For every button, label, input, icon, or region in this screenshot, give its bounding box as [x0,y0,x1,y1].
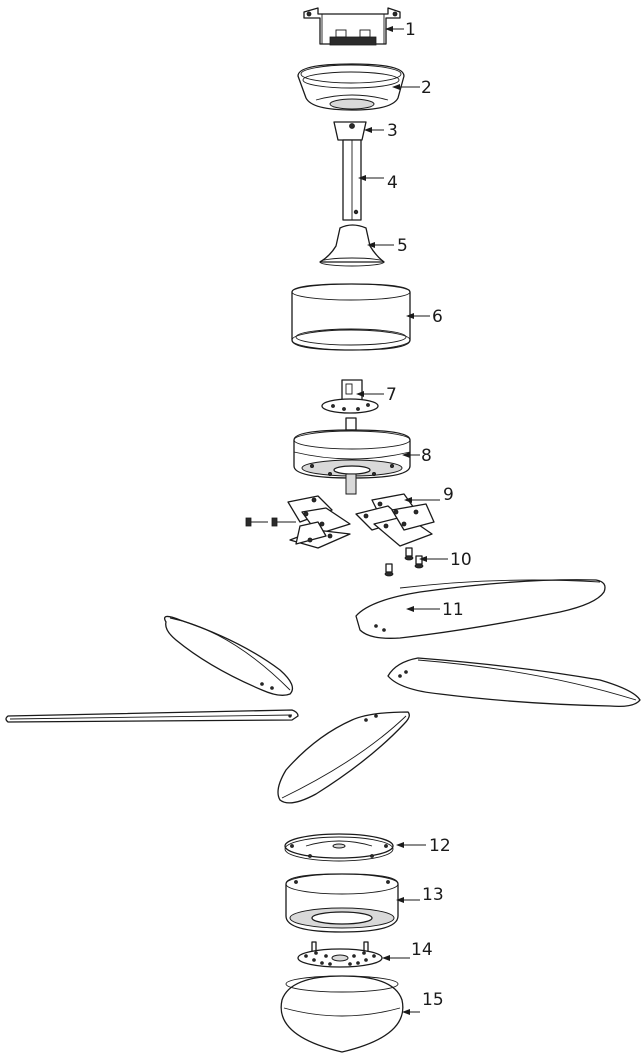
blade-screws-icon [384,547,424,577]
blade-brackets-icon [245,493,435,549]
callout-14: 14 [411,940,433,960]
callout-11: 11 [442,600,464,620]
callout-6: 6 [432,307,443,327]
light-kit-plate-icon [297,941,383,968]
callout-leaders [356,26,448,1015]
canopy-icon [297,63,405,111]
hanger-ball-icon [333,121,367,141]
canopy-cover-icon [319,224,385,267]
mounting-bracket-icon [303,7,401,46]
callout-2: 2 [421,78,432,98]
downrod-icon [342,139,362,221]
switch-housing-plate-icon [284,833,394,862]
callout-12: 12 [429,836,451,856]
callout-10: 10 [450,550,472,570]
callout-13: 13 [422,885,444,905]
callout-4: 4 [387,173,398,193]
fan-blades-icon [5,579,641,804]
motor-housing-cover-icon [291,283,411,351]
glass-shade-icon [280,975,404,1053]
motor-icon [293,417,411,495]
motor-coupling-icon [321,379,379,414]
callout-5: 5 [397,236,408,256]
callout-9: 9 [443,485,454,505]
callout-15: 15 [422,990,444,1010]
callout-3: 3 [387,121,398,141]
callout-1: 1 [405,20,416,40]
callout-7: 7 [386,385,397,405]
switch-housing-icon [285,873,399,933]
callout-8: 8 [421,446,432,466]
